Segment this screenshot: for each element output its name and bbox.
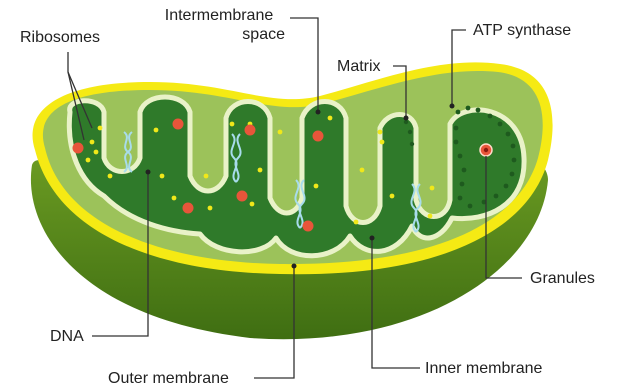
- label-dna: DNA: [50, 327, 84, 346]
- label-granules: Granules: [530, 269, 595, 288]
- label-ribosomes: Ribosomes: [20, 28, 100, 47]
- label-outer-membrane: Outer membrane: [108, 369, 229, 388]
- label-intermembrane-space: Intermembrane space: [153, 6, 285, 44]
- label-intermembrane-line1: Intermembrane: [153, 6, 285, 25]
- label-intermembrane-line2: space: [153, 25, 285, 44]
- label-atp-synthase: ATP synthase: [473, 21, 571, 40]
- label-matrix: Matrix: [337, 57, 381, 76]
- label-inner-membrane: Inner membrane: [425, 359, 542, 378]
- granule-highlight-core: [484, 148, 488, 152]
